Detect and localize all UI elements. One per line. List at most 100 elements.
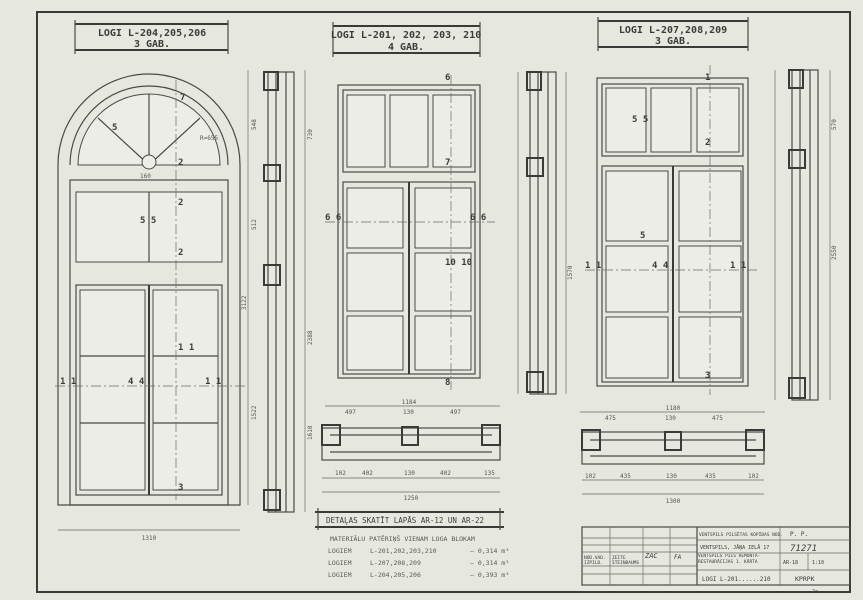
section-mark: 5 5	[632, 115, 648, 125]
dimension: 497	[450, 409, 461, 416]
name-label: ZEITE	[612, 555, 626, 561]
dimension-width: 1180	[666, 405, 681, 412]
firm-code: KPRPK	[795, 575, 815, 583]
scale: 1:10	[812, 560, 824, 566]
svg-text:– 0,393 m³: – 0,393 m³	[470, 571, 509, 579]
section-mark: 1 1	[60, 377, 76, 387]
dimension: 548	[251, 119, 258, 130]
section-mark: 2	[178, 248, 183, 258]
dimension-width: 1184	[402, 399, 417, 406]
dimension-radius: R=655	[200, 135, 218, 142]
dimension: 102	[748, 473, 759, 480]
section-mark: 7	[445, 158, 450, 168]
role-label: NOD.VAD.	[584, 555, 606, 561]
section-mark: 6 6	[325, 213, 341, 223]
address: VENTSPILS, JĀŅA IELĀ 17	[700, 544, 769, 551]
name-label: ŠTEINBAUMS	[612, 559, 639, 566]
dimension-width: 1310	[142, 535, 157, 542]
section-mark: 5	[112, 123, 117, 133]
dimension: 435	[620, 473, 631, 480]
dimension: 130	[404, 470, 415, 477]
dimension: 1300	[666, 498, 681, 505]
title-1-line2: 3 GAB.	[134, 39, 170, 50]
dimension: 130	[666, 473, 677, 480]
dimension: 160	[140, 173, 151, 180]
materials-row: LOGIEM L-204,205,206 – 0,393 m³	[328, 571, 509, 579]
section-mark: 6 6	[470, 213, 486, 223]
dimension: 435	[705, 473, 716, 480]
window-1-elevation: 7 5 2 5 5 2 2 1 1 1 1 4 4 1 1 3 1310 R=6…	[55, 70, 258, 542]
title-block: NOD.VAD. ZEITE ZAC FA IZPILD. ŠTEINBAUMS…	[581, 526, 851, 595]
dimension-height: 3122	[241, 295, 248, 310]
dimension: 475	[605, 415, 616, 422]
section-mark: 3	[178, 483, 183, 493]
dimension: 130	[403, 409, 414, 416]
dimension: 2388	[307, 330, 314, 345]
section-mark: 1 1	[178, 343, 194, 353]
section-mark: 1 1	[730, 261, 746, 271]
materials-heading: MATERIĀLU PATĒRIŅŠ VIENAM LOGA BLOKAM	[330, 534, 475, 544]
svg-text:L-207,208,209: L-207,208,209	[370, 559, 421, 567]
dimension: 475	[712, 415, 723, 422]
section-mark: 1 1	[585, 261, 601, 271]
svg-text:– 0,314 m³: – 0,314 m³	[470, 547, 509, 555]
dimension: 1570	[567, 265, 574, 280]
dimension: 1522	[251, 405, 258, 420]
section-mark: 2	[178, 198, 183, 208]
window-3-elevation: 1 5 5 2 5 1 1 4 4 1 1 3 1180 475 130 475	[580, 65, 765, 422]
svg-text:LOGIEM: LOGIEM	[328, 559, 352, 567]
signature: FA	[674, 554, 682, 561]
section-mark: 7	[180, 93, 185, 103]
section-mark: 5 5	[140, 216, 156, 226]
section-mark: 10 10	[445, 258, 472, 268]
window-3-horizontal-section: 102 435 130 435 102 1300	[581, 429, 765, 505]
window-3-vertical-section: 570 2550	[774, 69, 838, 401]
archive-number: 71271	[790, 544, 817, 554]
dimension: 102	[335, 470, 346, 477]
notes: DETAĻAS SKATĪT LAPĀS AR-12 UN AR-22 MATE…	[315, 508, 509, 579]
dimension: 512	[251, 219, 258, 230]
sheet-number: AR-18	[783, 560, 798, 566]
section-mark: 1	[705, 73, 710, 83]
title-2-line1: LOGI L-201, 202, 203, 210	[331, 30, 482, 41]
svg-text:LOGIEM: LOGIEM	[328, 571, 352, 579]
section-mark: 4 4	[652, 261, 669, 271]
title-box-2: LOGI L-201, 202, 203, 210 4 GAB.	[331, 22, 482, 57]
section-mark: 1 1	[205, 377, 221, 387]
title-box-1: LOGI L-204,205,206 3 GAB.	[74, 20, 229, 54]
dimension: 570	[831, 119, 838, 130]
dimension: 130	[665, 415, 676, 422]
dimension: 135	[484, 470, 495, 477]
sheet-frame	[36, 11, 851, 593]
materials-row: LOGIEM L-207,208,209 – 0,314 m³	[328, 559, 509, 567]
title-1-line1: LOGI L-204,205,206	[98, 28, 206, 39]
section-mark: 3	[705, 371, 710, 381]
window-2-vertical-section: 1570	[517, 71, 574, 395]
role-label: IZPILD.	[584, 560, 603, 566]
title-3-line2: 3 GAB.	[655, 36, 691, 47]
dimension: 497	[345, 409, 356, 416]
section-mark: 2	[178, 158, 183, 168]
organization: VENTSPILS PILSĒTAS KOPĪBAS NOD.	[699, 531, 783, 538]
drawing-name: LOGI L-201......210	[702, 576, 771, 583]
section-mark: 6	[445, 73, 450, 83]
svg-text:– 0,314 m³: – 0,314 m³	[470, 559, 509, 567]
svg-text:L-204,205,206: L-204,205,206	[370, 571, 421, 579]
window-2-elevation: 6 7 6 6 6 6 10 10 8 1184 497 130 497	[325, 73, 500, 416]
title-2-line2: 4 GAB.	[388, 42, 424, 53]
dimension: 102	[585, 473, 596, 480]
title-box-3: LOGI L-207,208,209 3 GAB.	[597, 17, 749, 51]
detail-reference: DETAĻAS SKATĪT LAPĀS AR-12 UN AR-22	[326, 516, 484, 526]
org-code: P. P.	[790, 531, 808, 538]
dimension: 402	[362, 470, 373, 477]
window-2-horizontal-section: 102 402 130 402 135 1250	[321, 424, 501, 502]
section-mark: 2	[705, 138, 710, 148]
dimension: 1250	[404, 495, 419, 502]
dimension: 730	[307, 129, 314, 140]
signature: ZAC	[644, 552, 658, 560]
section-mark: 5	[640, 231, 645, 241]
dimension: 2550	[831, 245, 838, 260]
dimension: 1610	[307, 425, 314, 440]
